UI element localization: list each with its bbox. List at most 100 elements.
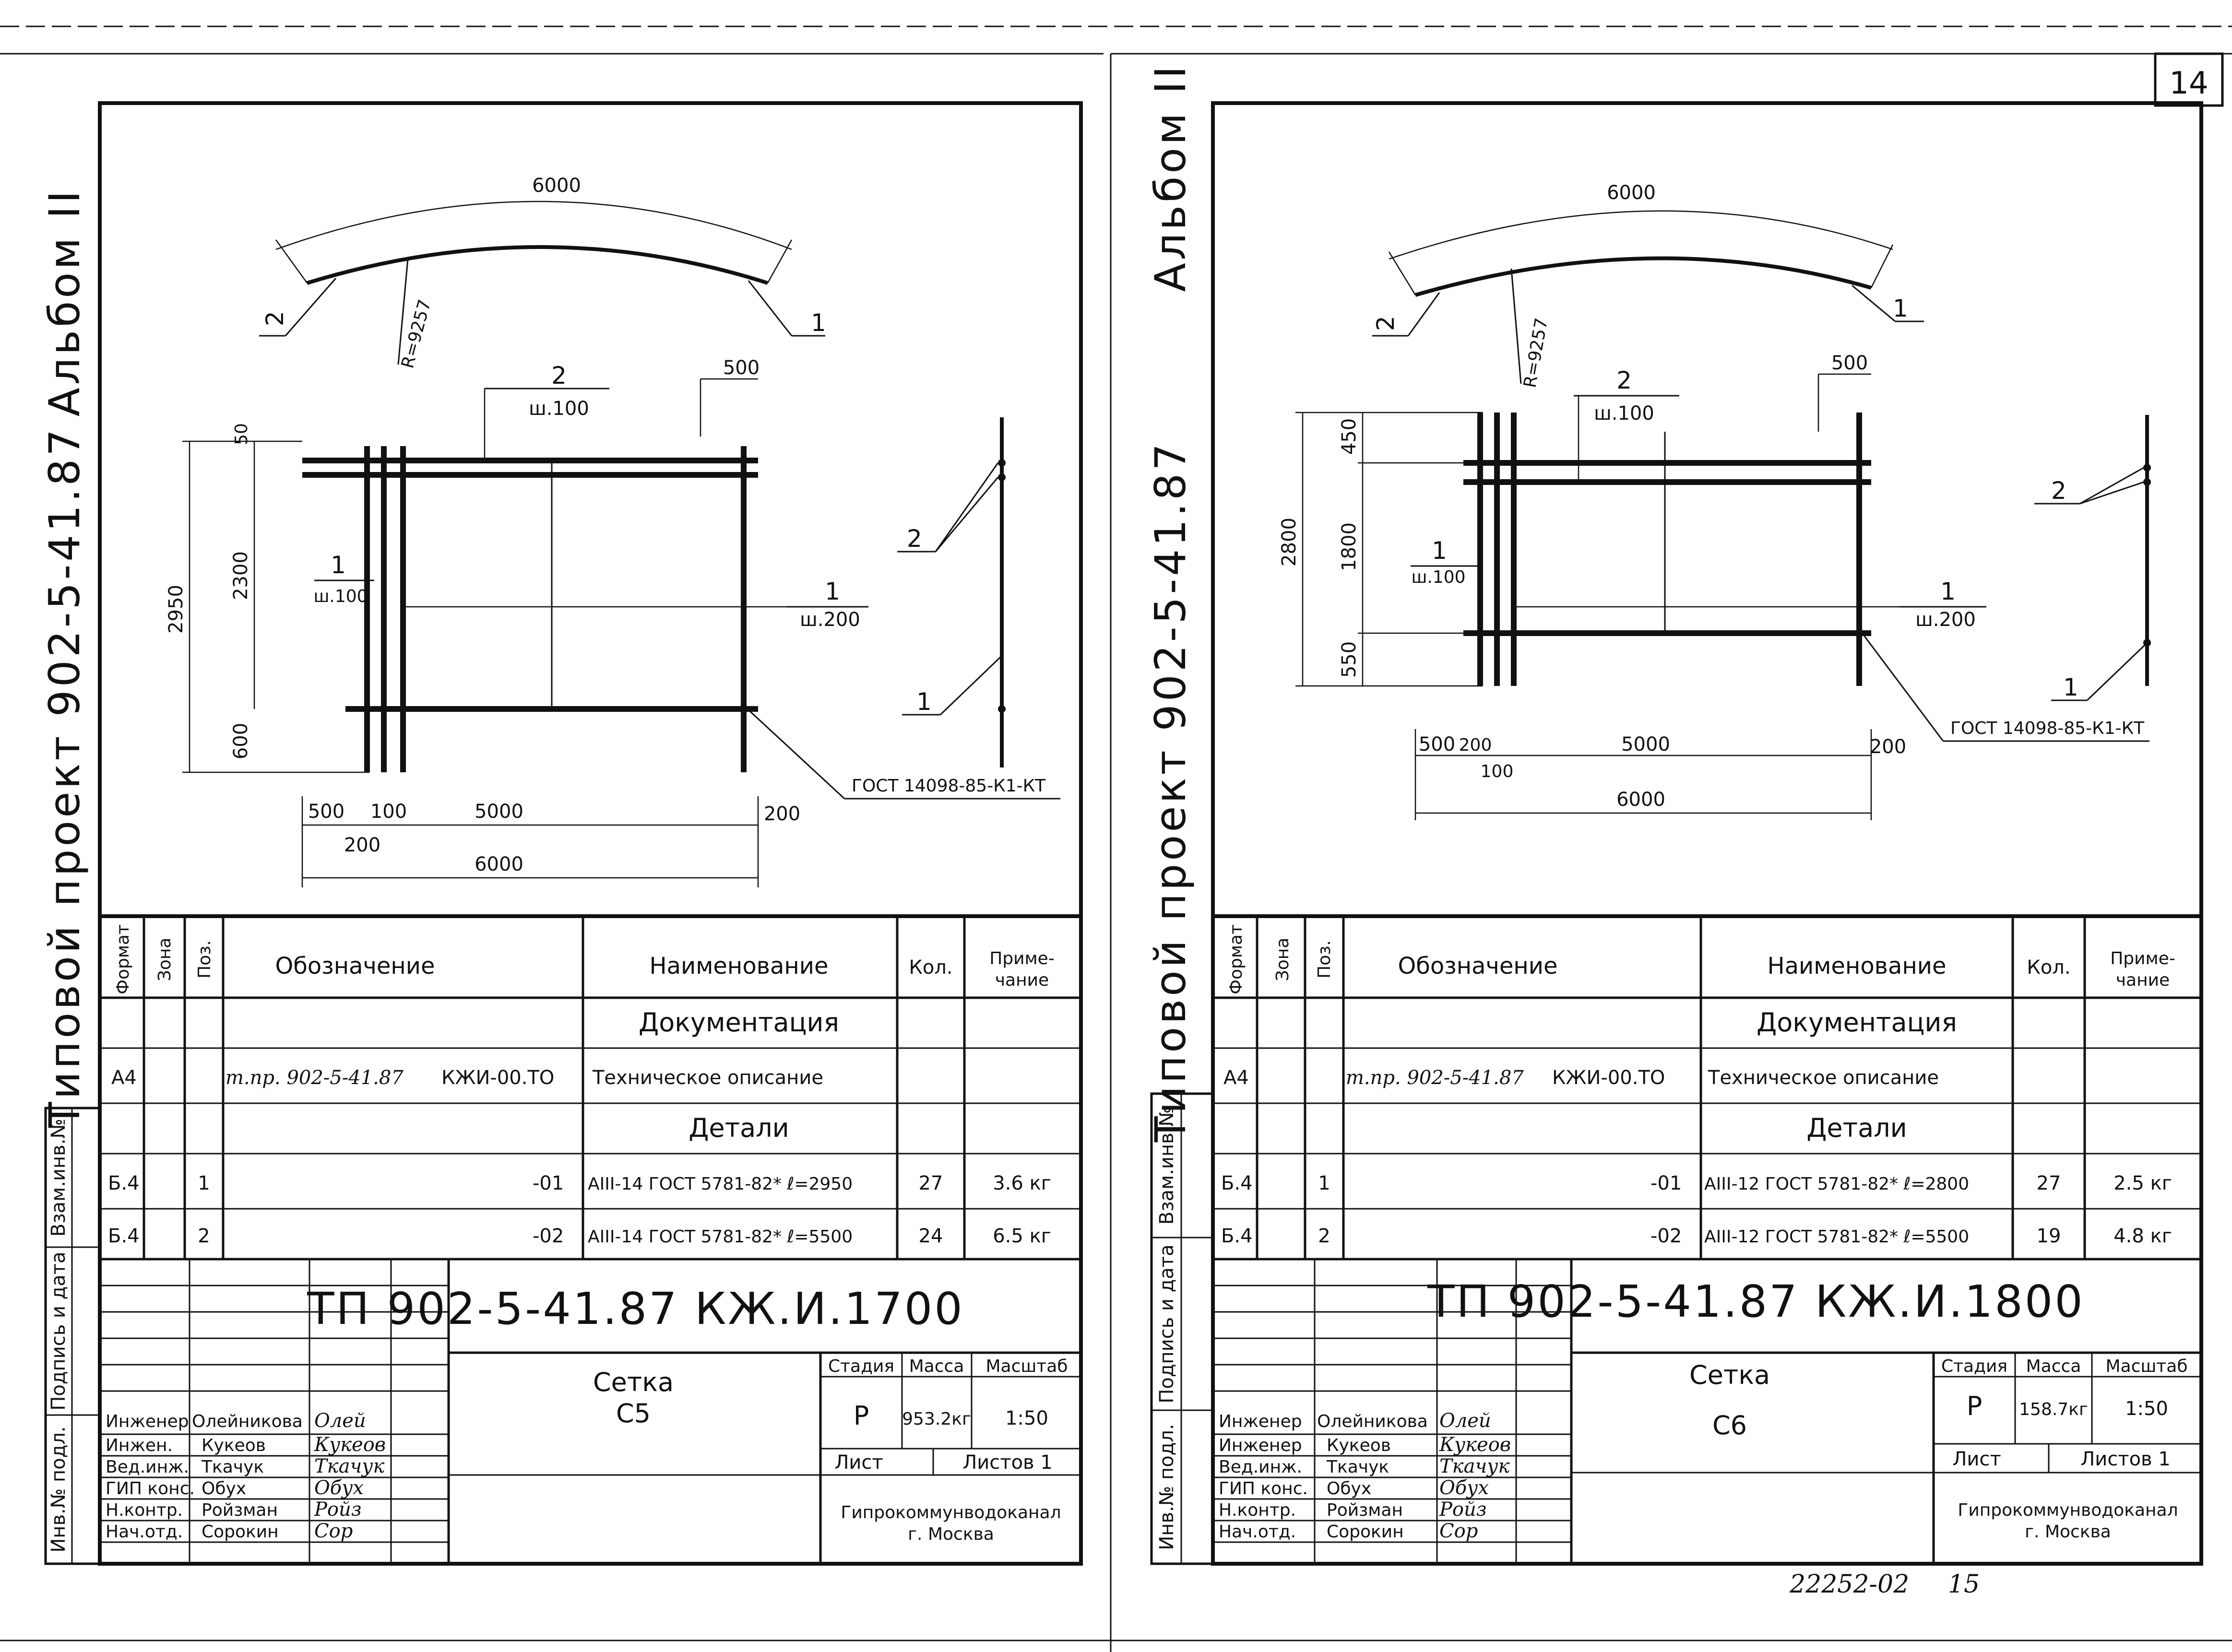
col-designation: Обозначение bbox=[275, 953, 435, 979]
sheets-label: Листов 1 bbox=[962, 1451, 1053, 1474]
role-3: Вед.инж. bbox=[1219, 1457, 1302, 1477]
name-4: Обух bbox=[1327, 1479, 1371, 1499]
row1-note: 3.6 кг bbox=[993, 1172, 1051, 1194]
arc-length: 6000 bbox=[532, 175, 581, 197]
name-3: Ткачук bbox=[1326, 1457, 1389, 1477]
role-1: Инженер bbox=[1219, 1412, 1302, 1431]
dim-top: 50 bbox=[232, 423, 251, 445]
signature-5: Ройз bbox=[314, 1499, 362, 1521]
col-format: Формат bbox=[113, 924, 133, 994]
mass-label: Масса bbox=[2026, 1357, 2081, 1376]
section-details: Детали bbox=[1806, 1113, 1907, 1143]
col-zone: Зона bbox=[1273, 938, 1293, 981]
item-sub: С6 bbox=[1712, 1410, 1747, 1440]
doc-format: А4 bbox=[1223, 1067, 1249, 1089]
mass-value: 158.7кг bbox=[2019, 1400, 2088, 1419]
arc-dim-line bbox=[275, 201, 792, 250]
album-label: Альбом II bbox=[1146, 63, 1195, 292]
row2-format: Б.4 bbox=[1221, 1225, 1253, 1247]
dim-b6000: 6000 bbox=[1616, 789, 1665, 811]
role-2: Инженер bbox=[1219, 1436, 1302, 1455]
doc-name: Техническое описание bbox=[1708, 1067, 1939, 1089]
row2-name: АIII-12 ГОСТ 5781-82* ℓ=5500 bbox=[1704, 1227, 1969, 1247]
sheet-number-box bbox=[2154, 52, 2224, 107]
arc-pos-left: 2 bbox=[261, 311, 289, 326]
left-pos: 1 bbox=[1432, 537, 1447, 565]
row1-designation: -01 bbox=[1650, 1172, 1682, 1194]
role-4: ГИП конс. bbox=[106, 1479, 195, 1499]
col-pos: Поз. bbox=[195, 940, 214, 979]
arc-pos-left: 2 bbox=[1372, 316, 1400, 331]
signature-1: Олей bbox=[1439, 1410, 1491, 1432]
side-pos-1: 1 bbox=[916, 688, 932, 716]
top-right-dim: 500 bbox=[1831, 352, 1868, 374]
row1-pos: 1 bbox=[198, 1172, 210, 1194]
row2-designation: -02 bbox=[533, 1225, 564, 1247]
doc-format: А4 bbox=[111, 1067, 137, 1089]
left-pos: 1 bbox=[331, 551, 346, 579]
dim-top: 450 bbox=[1338, 418, 1360, 455]
col-name: Наименование bbox=[649, 953, 828, 979]
dim-mid: 2300 bbox=[230, 551, 252, 600]
side-label-replace: Взам.инв.№ bbox=[1156, 1107, 1178, 1225]
row2-format: Б.4 bbox=[108, 1225, 140, 1247]
city: г. Москва bbox=[908, 1524, 994, 1544]
album-label: Альбом II bbox=[40, 188, 89, 417]
side-pos-2: 2 bbox=[907, 525, 922, 553]
dim-bot: 550 bbox=[1338, 641, 1360, 678]
signature-2: Кукеов bbox=[1439, 1434, 1511, 1456]
doc-designation-prefix: т.пр. 902-5-41.87 bbox=[1346, 1067, 1524, 1089]
sheet-frame bbox=[98, 101, 1083, 1566]
spec-table: Формат Зона Поз. Обозначение Наименовани… bbox=[1213, 914, 2201, 1261]
row1-name: АIII-12 ГОСТ 5781-82* ℓ=2800 bbox=[1704, 1174, 1969, 1194]
title-block: ТП 902-5-41.87 КЖ.И.1700 Сетка С5 Стадия… bbox=[100, 1259, 1081, 1564]
sheet-right: Альбом II Типовой проект 902-5-41.87 Вза… bbox=[1146, 63, 2203, 1599]
arc-pos-right: 1 bbox=[1893, 295, 1908, 322]
col-name: Наименование bbox=[1767, 953, 1946, 979]
arc-length: 6000 bbox=[1607, 182, 1656, 204]
row2-pos: 2 bbox=[1318, 1225, 1330, 1247]
spec-table: Формат Зона Поз. Обозначение Наименовани… bbox=[100, 914, 1081, 1261]
row1-format: Б.4 bbox=[108, 1172, 140, 1194]
col-qty: Кол. bbox=[2027, 956, 2070, 979]
row2-note: 6.5 кг bbox=[993, 1225, 1051, 1247]
name-5: Ройзман bbox=[202, 1500, 278, 1520]
dim-b200r: 200 bbox=[1870, 736, 1906, 758]
scale-value: 1:50 bbox=[2125, 1398, 2168, 1420]
gost-label: ГОСТ 14098-85-К1-КТ bbox=[1950, 719, 2145, 738]
organization: Гипрокоммунводоканал bbox=[841, 1503, 1061, 1522]
signature-3: Ткачук bbox=[314, 1455, 385, 1477]
col-note-2: чание bbox=[995, 970, 1049, 990]
left-step: ш.100 bbox=[1411, 567, 1465, 587]
dim-b200: 200 bbox=[1459, 735, 1492, 755]
dim-total: 2800 bbox=[1278, 518, 1300, 566]
col-format: Формат bbox=[1226, 924, 1246, 994]
side-label-signature: Подпись и дата bbox=[47, 1251, 70, 1410]
signature-6: Сор bbox=[1439, 1520, 1478, 1542]
signature-4: Обух bbox=[1439, 1477, 1489, 1499]
col-pos: Поз. bbox=[1315, 940, 1334, 979]
dim-b6000: 6000 bbox=[475, 853, 523, 875]
role-1: Инженер bbox=[106, 1412, 189, 1431]
row1-qty: 27 bbox=[919, 1172, 943, 1194]
top-right-dim: 500 bbox=[723, 357, 760, 379]
side-stamp bbox=[1150, 1092, 1214, 1565]
project-label: Типовой проект 902-5-41.87 bbox=[40, 426, 89, 1128]
stage-value: Р bbox=[1967, 1391, 1983, 1421]
row1-name: АIII-14 ГОСТ 5781-82* ℓ=2950 bbox=[588, 1174, 853, 1194]
footer-code: 22252-02 bbox=[1789, 1570, 1909, 1599]
section-details: Детали bbox=[689, 1113, 789, 1143]
col-note-2: чание bbox=[2116, 970, 2170, 990]
sheet-left: Альбом II Типовой проект 902-5-41.87 Вза… bbox=[40, 101, 1083, 1566]
row2-designation: -02 bbox=[1650, 1225, 1682, 1247]
item-title: Сетка bbox=[1689, 1360, 1770, 1390]
side-label-replace: Взам.инв.№ bbox=[47, 1119, 70, 1237]
role-6: Нач.отд. bbox=[106, 1522, 183, 1542]
drawing-code: ТП 902-5-41.87 КЖ.И.1800 bbox=[1427, 1276, 2085, 1327]
name-6: Сорокин bbox=[1327, 1522, 1404, 1542]
col-note-1: Приме- bbox=[989, 949, 1055, 968]
signature-2: Кукеов bbox=[314, 1434, 386, 1456]
dim-b500: 500 bbox=[308, 801, 344, 823]
side-pos-1: 1 bbox=[2063, 673, 2078, 701]
item-sub: С5 bbox=[616, 1398, 651, 1428]
